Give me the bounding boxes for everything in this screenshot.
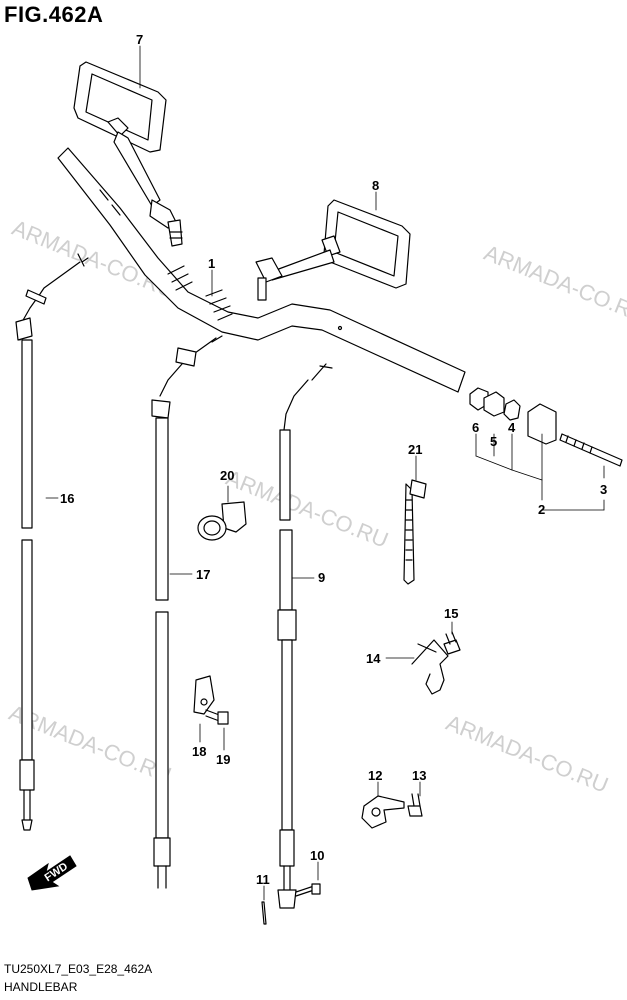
callout: 11 — [256, 872, 270, 887]
mirror-left — [73, 61, 183, 247]
callout: 14 — [366, 651, 381, 666]
figure-code: TU250XL7_E03_E28_462A — [4, 962, 153, 976]
bolt-15 — [443, 631, 461, 655]
clamp-18 — [193, 675, 215, 715]
bolt-19 — [205, 709, 229, 725]
figure-caption: HANDLEBAR — [4, 980, 78, 994]
cable-17 — [151, 335, 223, 889]
figure-title: FIG.462A — [4, 2, 104, 27]
grip-assembly — [469, 387, 623, 467]
leader-lines — [45, 45, 605, 901]
fwd-arrow-icon: FWD — [27, 855, 77, 891]
mirror-right — [255, 199, 411, 301]
callout: 7 — [136, 32, 143, 47]
callout: 12 — [368, 768, 382, 783]
callout: 16 — [60, 491, 74, 506]
callout: 13 — [412, 768, 426, 783]
bolt-10 — [295, 883, 321, 897]
callout: 6 — [472, 420, 479, 435]
callout: 17 — [196, 567, 210, 582]
bolt-13 — [407, 793, 423, 817]
clip-14 — [411, 639, 449, 695]
cable-9 — [277, 363, 333, 909]
callout: 8 — [372, 178, 379, 193]
callout: 4 — [508, 420, 516, 435]
callout: 2 — [538, 502, 545, 517]
callout: 9 — [318, 570, 325, 585]
callout: 18 — [192, 744, 206, 759]
callout: 20 — [220, 468, 234, 483]
handlebar — [57, 147, 466, 393]
callout: 3 — [600, 482, 607, 497]
clamp-20 — [197, 501, 247, 541]
callout: 1 — [208, 256, 215, 271]
callout: 15 — [444, 606, 458, 621]
callout: 5 — [490, 434, 497, 449]
callout: 19 — [216, 752, 230, 767]
clamp-12 — [361, 795, 405, 829]
tie-21 — [403, 479, 427, 585]
callout: 21 — [408, 442, 422, 457]
cable-16 — [15, 253, 89, 831]
callout: 10 — [310, 848, 324, 863]
pin-11 — [261, 901, 267, 925]
